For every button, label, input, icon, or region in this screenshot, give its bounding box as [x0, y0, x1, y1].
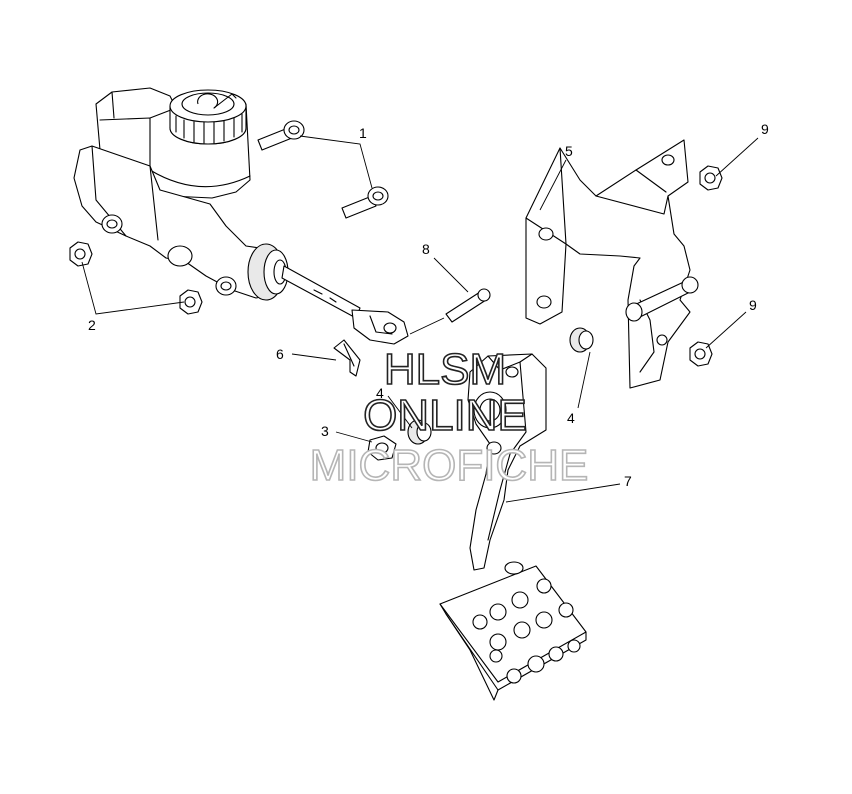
brake-pedal	[439, 353, 587, 701]
washer-and-bushings	[367, 327, 594, 461]
bolts	[257, 120, 389, 219]
callout-1: 1	[359, 125, 367, 141]
watermark-line-3: MICROFICHE	[310, 441, 589, 490]
callout-6: 6	[276, 346, 284, 362]
callout-4-left: 4	[376, 385, 384, 401]
callout-9-top: 9	[761, 121, 769, 137]
hex-nuts-right	[689, 165, 723, 367]
pedal-pad-studs	[472, 578, 581, 684]
hex-nuts-left	[69, 241, 203, 315]
cotter-pin	[333, 339, 361, 377]
pedal-bracket	[525, 139, 699, 389]
watermark: HLSM ONLINE MICROFICHE	[309, 344, 589, 491]
callout-4-right: 4	[567, 410, 575, 426]
callout-2: 2	[88, 317, 96, 333]
callout-labels: 1 2 3 4 4 5 6 7 8 9 9	[88, 121, 769, 489]
callout-8: 8	[422, 241, 430, 257]
callout-5: 5	[565, 143, 573, 159]
watermark-line-2: ONLINE	[363, 391, 527, 440]
leader-lines	[81, 135, 759, 503]
watermark-line-1: HLSM	[384, 345, 506, 394]
callout-9-bottom: 9	[749, 297, 757, 313]
callout-3: 3	[321, 423, 329, 439]
callout-7: 7	[624, 473, 632, 489]
master-cylinder	[73, 87, 409, 345]
clevis-pin	[445, 288, 491, 323]
